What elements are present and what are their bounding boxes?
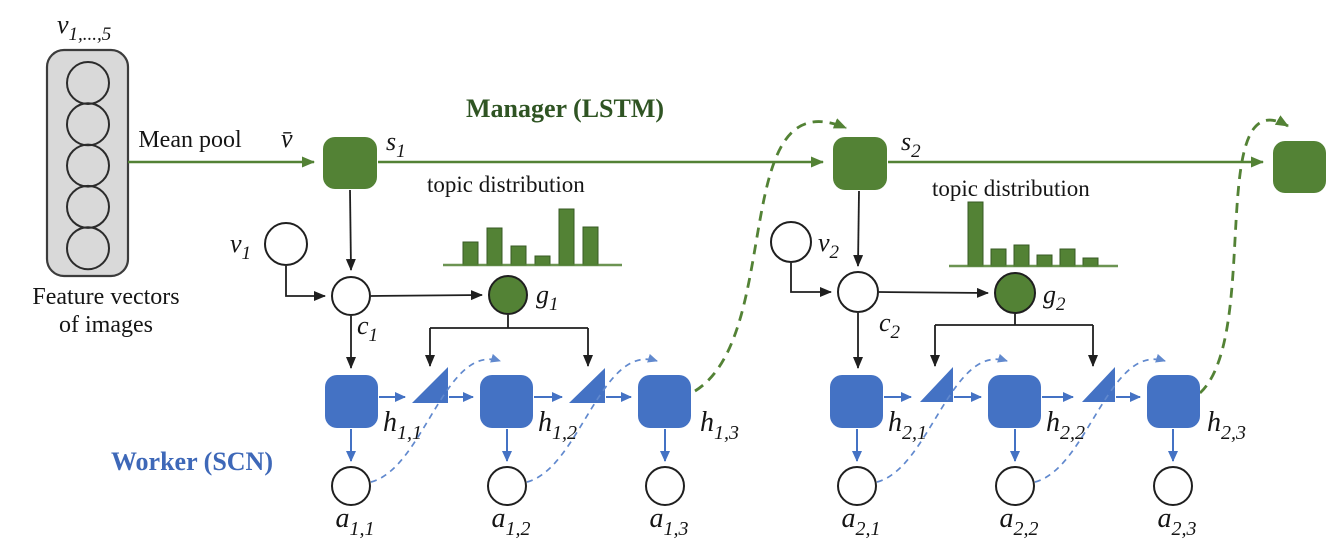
feature-vector-circles [66,61,110,271]
label-a11: a1,1 [336,503,375,540]
topic-bars-1 [462,208,599,266]
label-a23: a2,3 [1158,503,1197,540]
feature-caption-line1: Feature vectors [32,284,179,310]
feature-vector-block: v1,...,5 Feature vectors of images [32,10,179,338]
topic-bars-2 [967,201,1099,267]
node-a22 [995,466,1035,506]
topic-bar [1036,254,1053,267]
arrow-v2-c2 [790,263,832,297]
worker-to-manager-feedback-arrow-1 [694,118,847,393]
mean-pool-label: Mean pool [138,127,242,153]
node-a23 [1153,466,1193,506]
gate-triangle-22 [1082,367,1115,402]
label-h11: h1,1 [383,407,422,444]
topic-bar [486,227,503,266]
worker-to-manager-feedback-arrow-2 [1199,115,1289,395]
node-a11 [331,466,371,506]
arrow-c2-g2 [878,287,989,298]
topic-bar [1013,244,1030,267]
manager-cell-s1 [323,137,377,189]
feedback-arc-a22-h23 [1034,353,1166,483]
worker-cell-h11 [325,375,378,428]
feature-vectors-label: v1,...,5 [57,10,111,45]
label-s2: s2 [901,127,921,162]
label-g1: g1 [536,280,559,315]
worker-cell-h13 [638,375,691,428]
worker-chain: Worker (SCN) h1,1 h1,2 h1,3 h2,1 h2,2 h2… [111,367,1246,476]
topic-bar [534,255,551,266]
label-c1: c1 [357,311,378,346]
label-h23: h2,3 [1207,407,1246,444]
vbar-label: v̄ [281,124,293,153]
label-a21: a2,1 [842,503,881,540]
label-a22: a2,2 [1000,503,1039,540]
feature-caption-line2: of images [59,312,153,338]
feature-vector-circle [66,226,110,271]
arrow-s1-c1 [345,189,356,271]
label-h21: h2,1 [888,407,927,444]
worker-cell-h22 [988,375,1041,428]
node-v1 [264,222,308,266]
label-a13: a1,3 [650,503,689,540]
worker-cell-h21 [830,375,883,428]
topic-distribution-title-1: topic distribution [427,172,585,197]
gate-triangle-12 [569,368,605,403]
g1-branch-lines [430,315,588,329]
label-v1: v1 [230,229,251,264]
topic-distribution-1: topic distribution [427,172,622,267]
node-g1 [488,275,528,315]
feature-vector-box [45,48,130,278]
topic-bar [967,201,984,267]
topic-bar [462,241,479,266]
topic-bar [582,226,599,266]
context-group-1: v1 c1 g1 [230,189,593,369]
node-c2 [837,271,879,313]
label-h22: h2,2 [1046,407,1085,444]
manager-cell-s2 [833,137,887,190]
context-group-2: v2 c2 g2 [770,190,1098,369]
node-c1 [331,276,371,316]
topic-bar [1059,248,1076,267]
arrow-s2-c2 [853,190,864,267]
label-s1: s1 [386,127,406,162]
worker-title: Worker (SCN) [111,447,273,476]
arrow-v1-c1 [285,266,326,301]
manager-title: Manager (LSTM) [466,94,664,123]
topic-distribution-title-2: topic distribution [932,176,1090,201]
topic-distribution-2: topic distribution [932,176,1118,268]
manager-chain: Mean pool v̄ Manager (LSTM) s1 s2 [128,94,1326,395]
gate-triangle-21 [920,367,953,402]
node-v2 [770,221,812,263]
worker-cell-h23 [1147,375,1200,428]
feedback-arc-a21-h22 [876,353,1008,483]
node-a13 [645,466,685,506]
label-v2: v2 [818,228,840,263]
node-a12 [487,466,527,506]
manager-cell-s3 [1273,141,1326,193]
label-h12: h1,2 [538,407,577,444]
feedback-arc-a12-h13 [526,353,658,483]
topic-bar [990,248,1007,267]
node-g2 [994,272,1036,314]
topic-bar [510,245,527,266]
g2-branch-lines [935,314,1093,326]
label-g2: g2 [1043,280,1066,315]
label-h13: h1,3 [700,407,739,444]
action-outputs: a1,1 a1,2 a1,3 a2,1 a2,2 a2,3 [331,353,1197,540]
topic-bar [558,208,575,266]
feedback-arc-a11-h12 [370,353,501,483]
node-a21 [837,466,877,506]
worker-cell-h12 [480,375,533,428]
gate-triangle-11 [412,367,448,403]
label-c2: c2 [879,308,901,343]
arrow-c1-g1 [370,290,483,301]
label-a12: a1,2 [492,503,531,540]
